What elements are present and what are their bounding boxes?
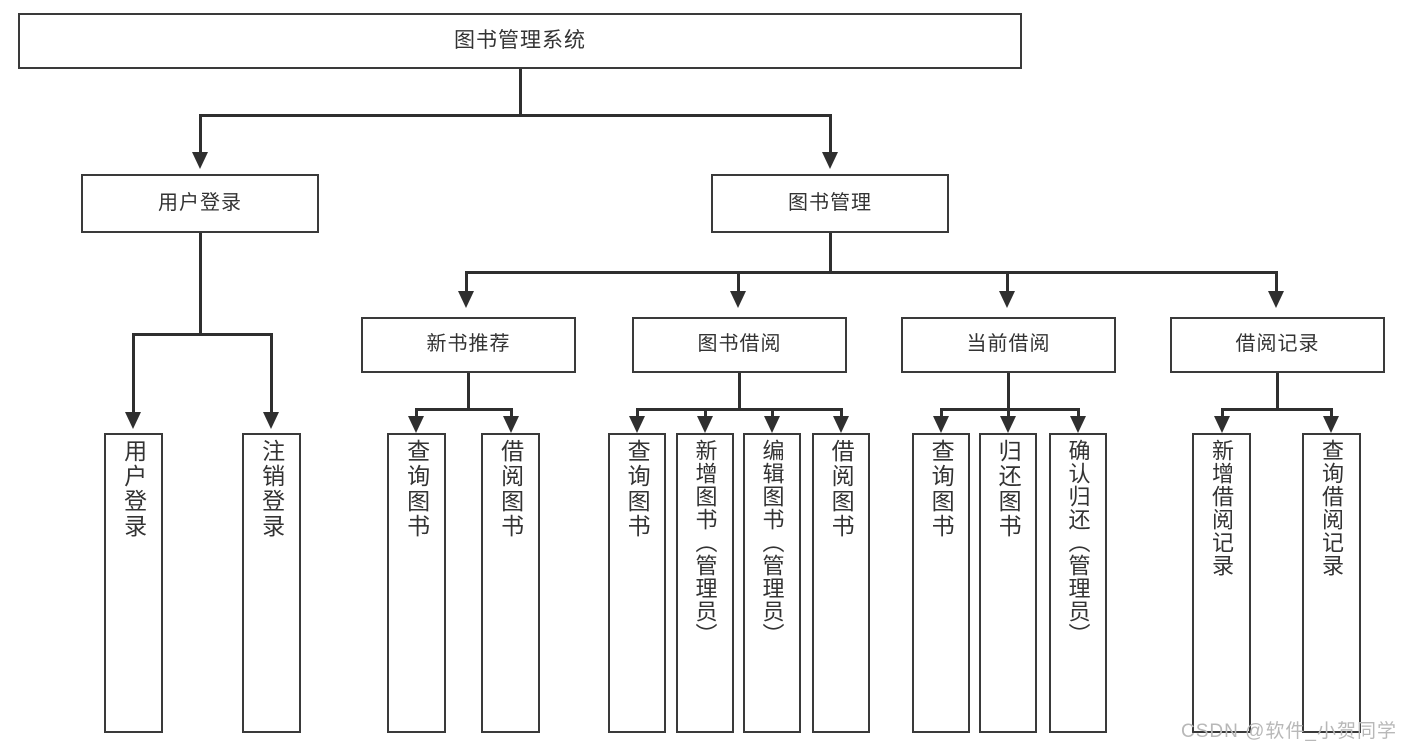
connector-nbr-leaf1 — [415, 408, 418, 420]
arrowhead-new-book-recommend — [458, 291, 474, 308]
node-label: 当前借阅 — [966, 333, 1051, 356]
node-book-borrow[interactable]: 图书借阅 — [632, 317, 847, 373]
node-label: 确认归还（管理员） — [1065, 439, 1091, 646]
connector-nbr-leaf2 — [510, 408, 513, 420]
node-leaf-return-book[interactable]: 归还图书 — [979, 433, 1037, 733]
node-current-borrow[interactable]: 当前借阅 — [901, 317, 1116, 373]
connector-new-book-recommend-bus — [416, 408, 512, 411]
node-label: 图书管理 — [788, 191, 872, 214]
node-user-login[interactable]: 用户登录 — [81, 174, 319, 233]
node-leaf-add-book[interactable]: 新增图书（管理员） — [676, 433, 734, 733]
node-leaf-query-book-2[interactable]: 查询图书 — [608, 433, 666, 733]
node-label: 借阅记录 — [1235, 333, 1320, 356]
connector-user-login-right — [270, 333, 273, 415]
connector-br-leaf2 — [1330, 408, 1333, 420]
arrowhead-leaf-borrow-book-2 — [833, 416, 849, 433]
node-label: 新书推荐 — [426, 333, 511, 356]
node-leaf-user-logout[interactable]: 注销登录 — [242, 433, 301, 733]
connector-root-bus — [200, 114, 831, 117]
node-leaf-query-record[interactable]: 查询借阅记录 — [1302, 433, 1361, 733]
connector-root-to-book-manage — [829, 114, 832, 156]
connector-bb-leaf2 — [704, 408, 707, 420]
node-label: 查询图书 — [624, 439, 651, 539]
arrowhead-book-manage — [822, 152, 838, 169]
node-label: 注销登录 — [258, 439, 285, 539]
node-leaf-add-record[interactable]: 新增借阅记录 — [1192, 433, 1251, 733]
node-label: 归还图书 — [995, 439, 1022, 539]
node-label: 查询图书 — [403, 439, 430, 539]
connector-user-login-stem — [199, 233, 202, 335]
arrowhead-leaf-user-logout — [263, 412, 279, 429]
node-label: 图书管理系统 — [454, 28, 586, 52]
node-label: 新增借阅记录 — [1209, 439, 1235, 577]
node-root-system[interactable]: 图书管理系统 — [18, 13, 1022, 69]
arrowhead-leaf-add-record — [1214, 416, 1230, 433]
node-book-manage[interactable]: 图书管理 — [711, 174, 949, 233]
arrowhead-leaf-confirm-return — [1070, 416, 1086, 433]
arrowhead-leaf-borrow-book-1 — [503, 416, 519, 433]
arrowhead-leaf-query-book-3 — [933, 416, 949, 433]
node-leaf-query-book-1[interactable]: 查询图书 — [387, 433, 446, 733]
node-label: 借阅图书 — [828, 439, 855, 539]
connector-to-borrow-record — [1275, 271, 1278, 293]
connector-book-borrow-bus — [637, 408, 842, 411]
connector-borrow-record-bus — [1222, 408, 1332, 411]
connector-bb-leaf4 — [840, 408, 843, 420]
connector-to-current-borrow — [1006, 271, 1009, 293]
connector-new-book-recommend-stem — [467, 373, 470, 410]
connector-to-new-book-recommend — [465, 271, 468, 293]
node-label: 用户登录 — [158, 191, 242, 214]
arrowhead-borrow-record — [1268, 291, 1284, 308]
connector-user-login-bus — [133, 333, 272, 336]
node-leaf-query-book-3[interactable]: 查询图书 — [912, 433, 970, 733]
connector-book-manage-bus — [466, 271, 1278, 274]
node-leaf-edit-book[interactable]: 编辑图书（管理员） — [743, 433, 801, 733]
connector-to-book-borrow — [737, 271, 740, 293]
connector-cb-leaf3 — [1077, 408, 1080, 420]
node-label: 新增图书（管理员） — [692, 439, 718, 646]
connector-bb-leaf1 — [636, 408, 639, 420]
arrowhead-book-borrow — [730, 291, 746, 308]
connector-borrow-record-stem — [1276, 373, 1279, 410]
connector-current-borrow-stem — [1007, 373, 1010, 410]
arrowhead-leaf-query-book-1 — [408, 416, 424, 433]
node-leaf-user-login[interactable]: 用户登录 — [104, 433, 163, 733]
node-borrow-record[interactable]: 借阅记录 — [1170, 317, 1385, 373]
arrowhead-user-login — [192, 152, 208, 169]
arrowhead-current-borrow — [999, 291, 1015, 308]
connector-br-leaf1 — [1221, 408, 1224, 420]
connector-root-to-user-login — [199, 114, 202, 156]
connector-user-login-left — [132, 333, 135, 415]
connector-bb-leaf3 — [771, 408, 774, 420]
connector-book-manage-stem — [829, 233, 832, 273]
connector-root-stem — [519, 69, 522, 116]
node-label: 查询图书 — [928, 439, 955, 539]
node-leaf-confirm-return[interactable]: 确认归还（管理员） — [1049, 433, 1107, 733]
node-label: 查询借阅记录 — [1319, 439, 1345, 577]
arrowhead-leaf-edit-book — [764, 416, 780, 433]
arrowhead-leaf-query-record — [1323, 416, 1339, 433]
arrowhead-leaf-query-book-2 — [629, 416, 645, 433]
arrowhead-leaf-return-book — [1000, 416, 1016, 433]
node-leaf-borrow-book-1[interactable]: 借阅图书 — [481, 433, 540, 733]
node-label: 编辑图书（管理员） — [759, 439, 785, 646]
arrowhead-leaf-add-book — [697, 416, 713, 433]
node-label: 借阅图书 — [497, 439, 524, 539]
connector-current-borrow-bus — [941, 408, 1079, 411]
node-leaf-borrow-book-2[interactable]: 借阅图书 — [812, 433, 870, 733]
node-new-book-recommend[interactable]: 新书推荐 — [361, 317, 576, 373]
node-label: 图书借阅 — [697, 333, 782, 356]
connector-cb-leaf1 — [940, 408, 943, 420]
node-label: 用户登录 — [120, 439, 147, 539]
connector-book-borrow-stem — [738, 373, 741, 410]
arrowhead-leaf-user-login — [125, 412, 141, 429]
connector-cb-leaf2 — [1007, 408, 1010, 420]
